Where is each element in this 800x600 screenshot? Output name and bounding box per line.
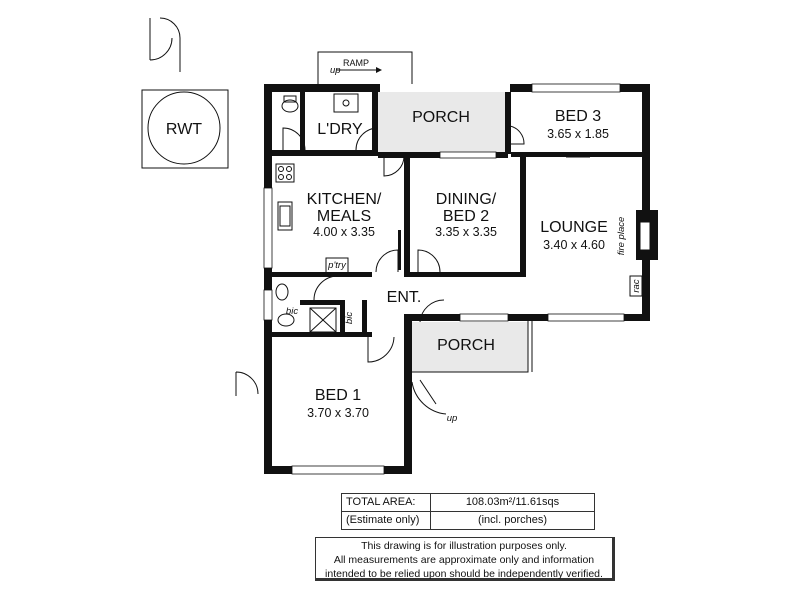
bed3-size: 3.65 x 1.85 — [547, 127, 609, 141]
disclaimer-box: This drawing is for illustration purpose… — [315, 537, 615, 581]
entry-label: ENT. — [387, 289, 422, 306]
lounge-size: 3.40 x 4.60 — [543, 238, 605, 252]
porch-bottom-outline — [408, 321, 529, 373]
area-label: TOTAL AREA: — [341, 493, 431, 512]
porch-bottom-label: PORCH — [437, 337, 495, 354]
porch-up-label: up — [447, 413, 458, 424]
porch-bottom-area — [408, 322, 528, 372]
rwt-label: RWT — [166, 121, 202, 138]
dining-size: 3.35 x 3.35 — [435, 225, 497, 239]
bic-left-label: bic — [286, 306, 298, 317]
rwt-tank-circle — [147, 91, 221, 165]
rac-label: rac — [631, 279, 642, 292]
gate-arc-right — [159, 17, 181, 72]
bic-right-label: bic — [344, 312, 355, 324]
interior-walls — [272, 92, 642, 337]
area-table: TOTAL AREA: 108.03m²/11.61sqs (Estimate … — [341, 493, 595, 530]
fixtures — [275, 93, 643, 333]
fireplace-opening — [639, 221, 651, 251]
disclaimer-line-1: This drawing is for illustration purpose… — [361, 540, 567, 552]
fireplace-label: fire place — [616, 217, 627, 256]
ramp-label: RAMP — [343, 58, 369, 68]
disclaimer-line-3: intended to be relied upon should be ind… — [325, 568, 603, 580]
kitchen-label-2: MEALS — [317, 208, 371, 225]
kitchen-label-1: KITCHEN/ — [307, 191, 382, 208]
dining-label-1: DINING/ — [436, 191, 497, 208]
porch-top-label: PORCH — [412, 109, 470, 126]
kitchen-size: 4.00 x 3.35 — [313, 225, 375, 239]
table-row: TOTAL AREA: 108.03m²/11.61sqs — [341, 493, 595, 512]
table-row: (Estimate only) (incl. porches) — [341, 511, 595, 530]
door-swings — [235, 125, 525, 415]
windows — [263, 83, 625, 475]
pantry-label: p'try — [327, 260, 347, 271]
disclaimer-line-2: All measurements are approximate only an… — [333, 554, 595, 566]
bed3-label: BED 3 — [555, 108, 601, 125]
area-estimate-label: (Estimate only) — [341, 511, 431, 530]
area-value: 108.03m²/11.61sqs — [430, 493, 595, 512]
bed1-label: BED 1 — [315, 387, 361, 404]
porch-top-area — [378, 92, 510, 152]
bed1-size: 3.70 x 3.70 — [307, 406, 369, 420]
dining-label-2: BED 2 — [443, 208, 489, 225]
ramp-up-label: up — [330, 65, 341, 76]
rwt-tank-box — [141, 89, 229, 169]
gate-arc-left — [149, 18, 173, 61]
lounge-label: LOUNGE — [540, 219, 608, 236]
area-porch-note: (incl. porches) — [430, 511, 595, 530]
laundry-label: L'DRY — [317, 121, 363, 138]
ramp-outline — [317, 51, 413, 84]
